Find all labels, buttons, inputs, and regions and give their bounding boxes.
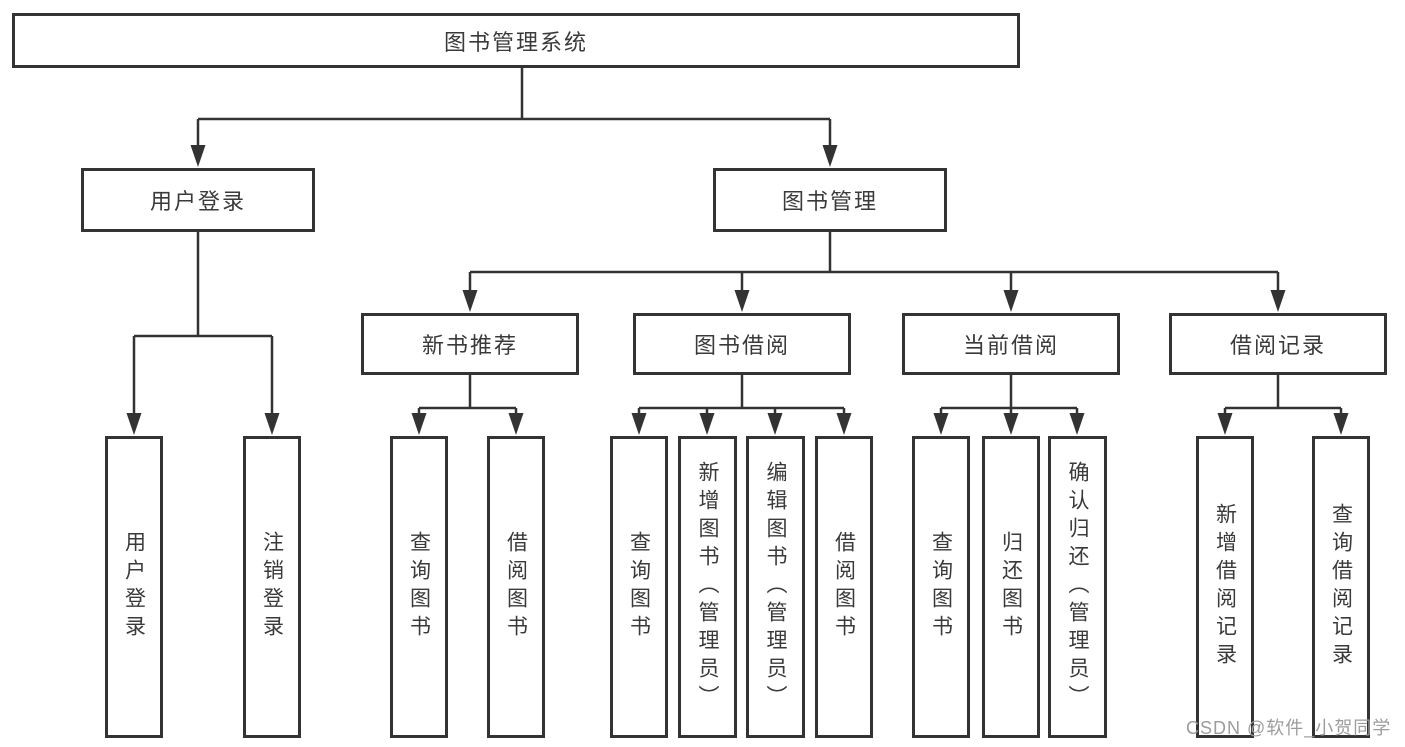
node-book-management-branch: 图书管理 (713, 168, 947, 232)
node-leaf-borrow-books-recommend: 借阅图书 (487, 436, 545, 738)
node-user-login-branch: 用户登录 (81, 168, 315, 232)
node-leaf-query-books-recommend: 查询图书 (390, 436, 448, 738)
node-borrowing-records: 借阅记录 (1169, 313, 1387, 375)
node-leaf-borrow-books: 借阅图书 (815, 436, 873, 738)
node-leaf-return-books: 归还图书 (982, 436, 1040, 738)
node-leaf-query-books-current: 查询图书 (912, 436, 970, 738)
node-leaf-add-books-admin: 新增图书（管理员） (678, 436, 737, 738)
node-leaf-query-books-borrow: 查询图书 (610, 436, 668, 738)
node-leaf-logout: 注销登录 (243, 436, 301, 738)
node-new-book-recommend: 新书推荐 (361, 313, 579, 375)
node-leaf-user-login: 用户登录 (105, 436, 163, 738)
node-leaf-add-borrow-record: 新增借阅记录 (1196, 436, 1254, 738)
node-leaf-query-borrow-record: 查询借阅记录 (1312, 436, 1370, 738)
node-root: 图书管理系统 (12, 13, 1020, 68)
node-current-borrowing: 当前借阅 (902, 313, 1120, 375)
arrowheads (126, 145, 1349, 435)
node-leaf-edit-books-admin: 编辑图书（管理员） (746, 436, 805, 738)
csdn-watermark: CSDN @软件_小贺同学 (1186, 718, 1392, 738)
node-leaf-confirm-return-admin: 确认归还（管理员） (1048, 436, 1107, 738)
node-book-borrowing: 图书借阅 (633, 313, 851, 375)
